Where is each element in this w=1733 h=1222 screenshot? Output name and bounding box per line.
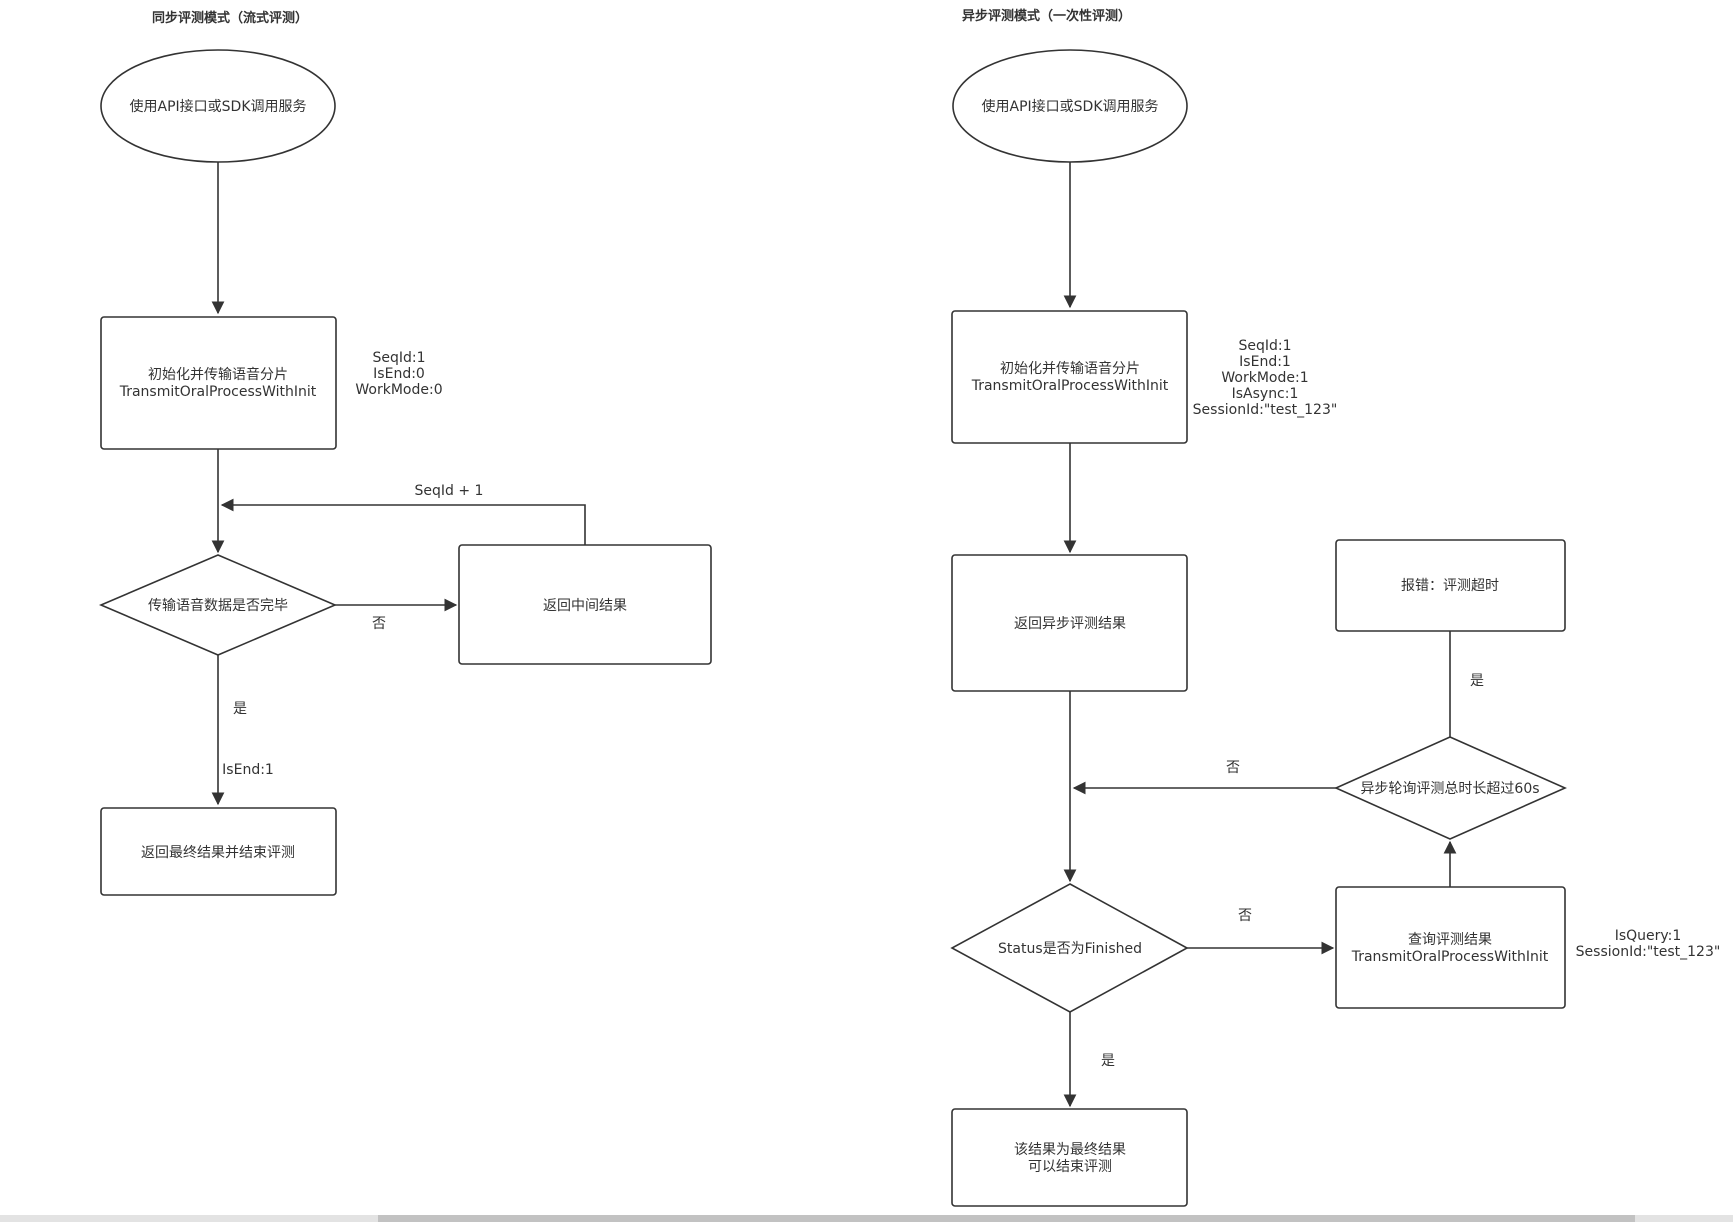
async-query-line1: 查询评测结果 xyxy=(1408,932,1492,948)
async-init-box[interactable] xyxy=(951,310,1188,444)
sync-params-workmode: WorkMode:0 xyxy=(355,382,442,398)
sync-no-label: 否 xyxy=(372,616,386,632)
sync-params-seqid: SeqId:1 xyxy=(372,350,425,366)
async-timeout-decision-diamond[interactable] xyxy=(1334,736,1567,840)
async-status-yes-label: 是 xyxy=(1101,1053,1115,1069)
async-init-line2: TransmitOralProcessWithInit xyxy=(971,378,1169,394)
sync-decision-label: 传输语音数据是否完毕 xyxy=(148,597,288,614)
horizontal-scrollbar-thumb[interactable] xyxy=(378,1215,1635,1222)
sync-seq-increment-label: SeqId + 1 xyxy=(415,483,484,499)
async-query-params-sessionid: SessionId:"test_123" xyxy=(1576,944,1721,960)
async-final-line2: 可以结束评测 xyxy=(1028,1159,1112,1175)
async-params-isasync: IsAsync:1 xyxy=(1232,386,1299,402)
async-status-no-label: 否 xyxy=(1238,908,1252,924)
sync-edge-loop-back xyxy=(220,498,586,545)
async-init-line1: 初始化并传输语音分片 xyxy=(1000,360,1140,377)
sync-start-label: 使用API接口或SDK调用服务 xyxy=(130,98,307,115)
async-title: 异步评测模式（一次性评测） xyxy=(962,8,1131,24)
async-final-line1: 该结果为最终结果 xyxy=(1014,1142,1126,1158)
sync-intermediate-label: 返回中间结果 xyxy=(543,598,627,614)
sync-final-label: 返回最终结果并结束评测 xyxy=(141,845,295,861)
async-timeout-no-label: 否 xyxy=(1226,760,1240,776)
sync-init-line2: TransmitOralProcessWithInit xyxy=(119,384,317,400)
async-status-decision-label: Status是否为Finished xyxy=(998,941,1142,957)
sync-final-box[interactable] xyxy=(100,807,337,896)
async-final-box[interactable] xyxy=(951,1108,1188,1207)
async-return-label: 返回异步评测结果 xyxy=(1014,616,1126,632)
async-params-isend: IsEnd:1 xyxy=(1239,354,1291,370)
async-timeout-error-label: 报错：评测超时 xyxy=(1401,578,1499,594)
async-start-label: 使用API接口或SDK调用服务 xyxy=(982,98,1159,115)
async-query-params-isquery: IsQuery:1 xyxy=(1615,928,1682,944)
async-params-seqid: SeqId:1 xyxy=(1238,338,1291,354)
sync-init-line1: 初始化并传输语音分片 xyxy=(148,366,288,383)
sync-isend-label: IsEnd:1 xyxy=(222,762,274,778)
async-params-sessionid: SessionId:"test_123" xyxy=(1193,402,1338,418)
async-timeout-decision-label: 异步轮询评测总时长超过60s xyxy=(1360,781,1539,797)
sync-intermediate-box[interactable] xyxy=(458,544,712,665)
sync-title: 同步评测模式（流式评测） xyxy=(152,10,308,26)
sync-yes-label: 是 xyxy=(233,701,247,717)
sync-params-isend: IsEnd:0 xyxy=(373,366,425,382)
async-query-line2: TransmitOralProcessWithInit xyxy=(1351,949,1549,965)
async-params-workmode: WorkMode:1 xyxy=(1221,370,1308,386)
async-timeout-yes-label: 是 xyxy=(1470,673,1484,689)
sync-init-box[interactable] xyxy=(100,316,337,450)
